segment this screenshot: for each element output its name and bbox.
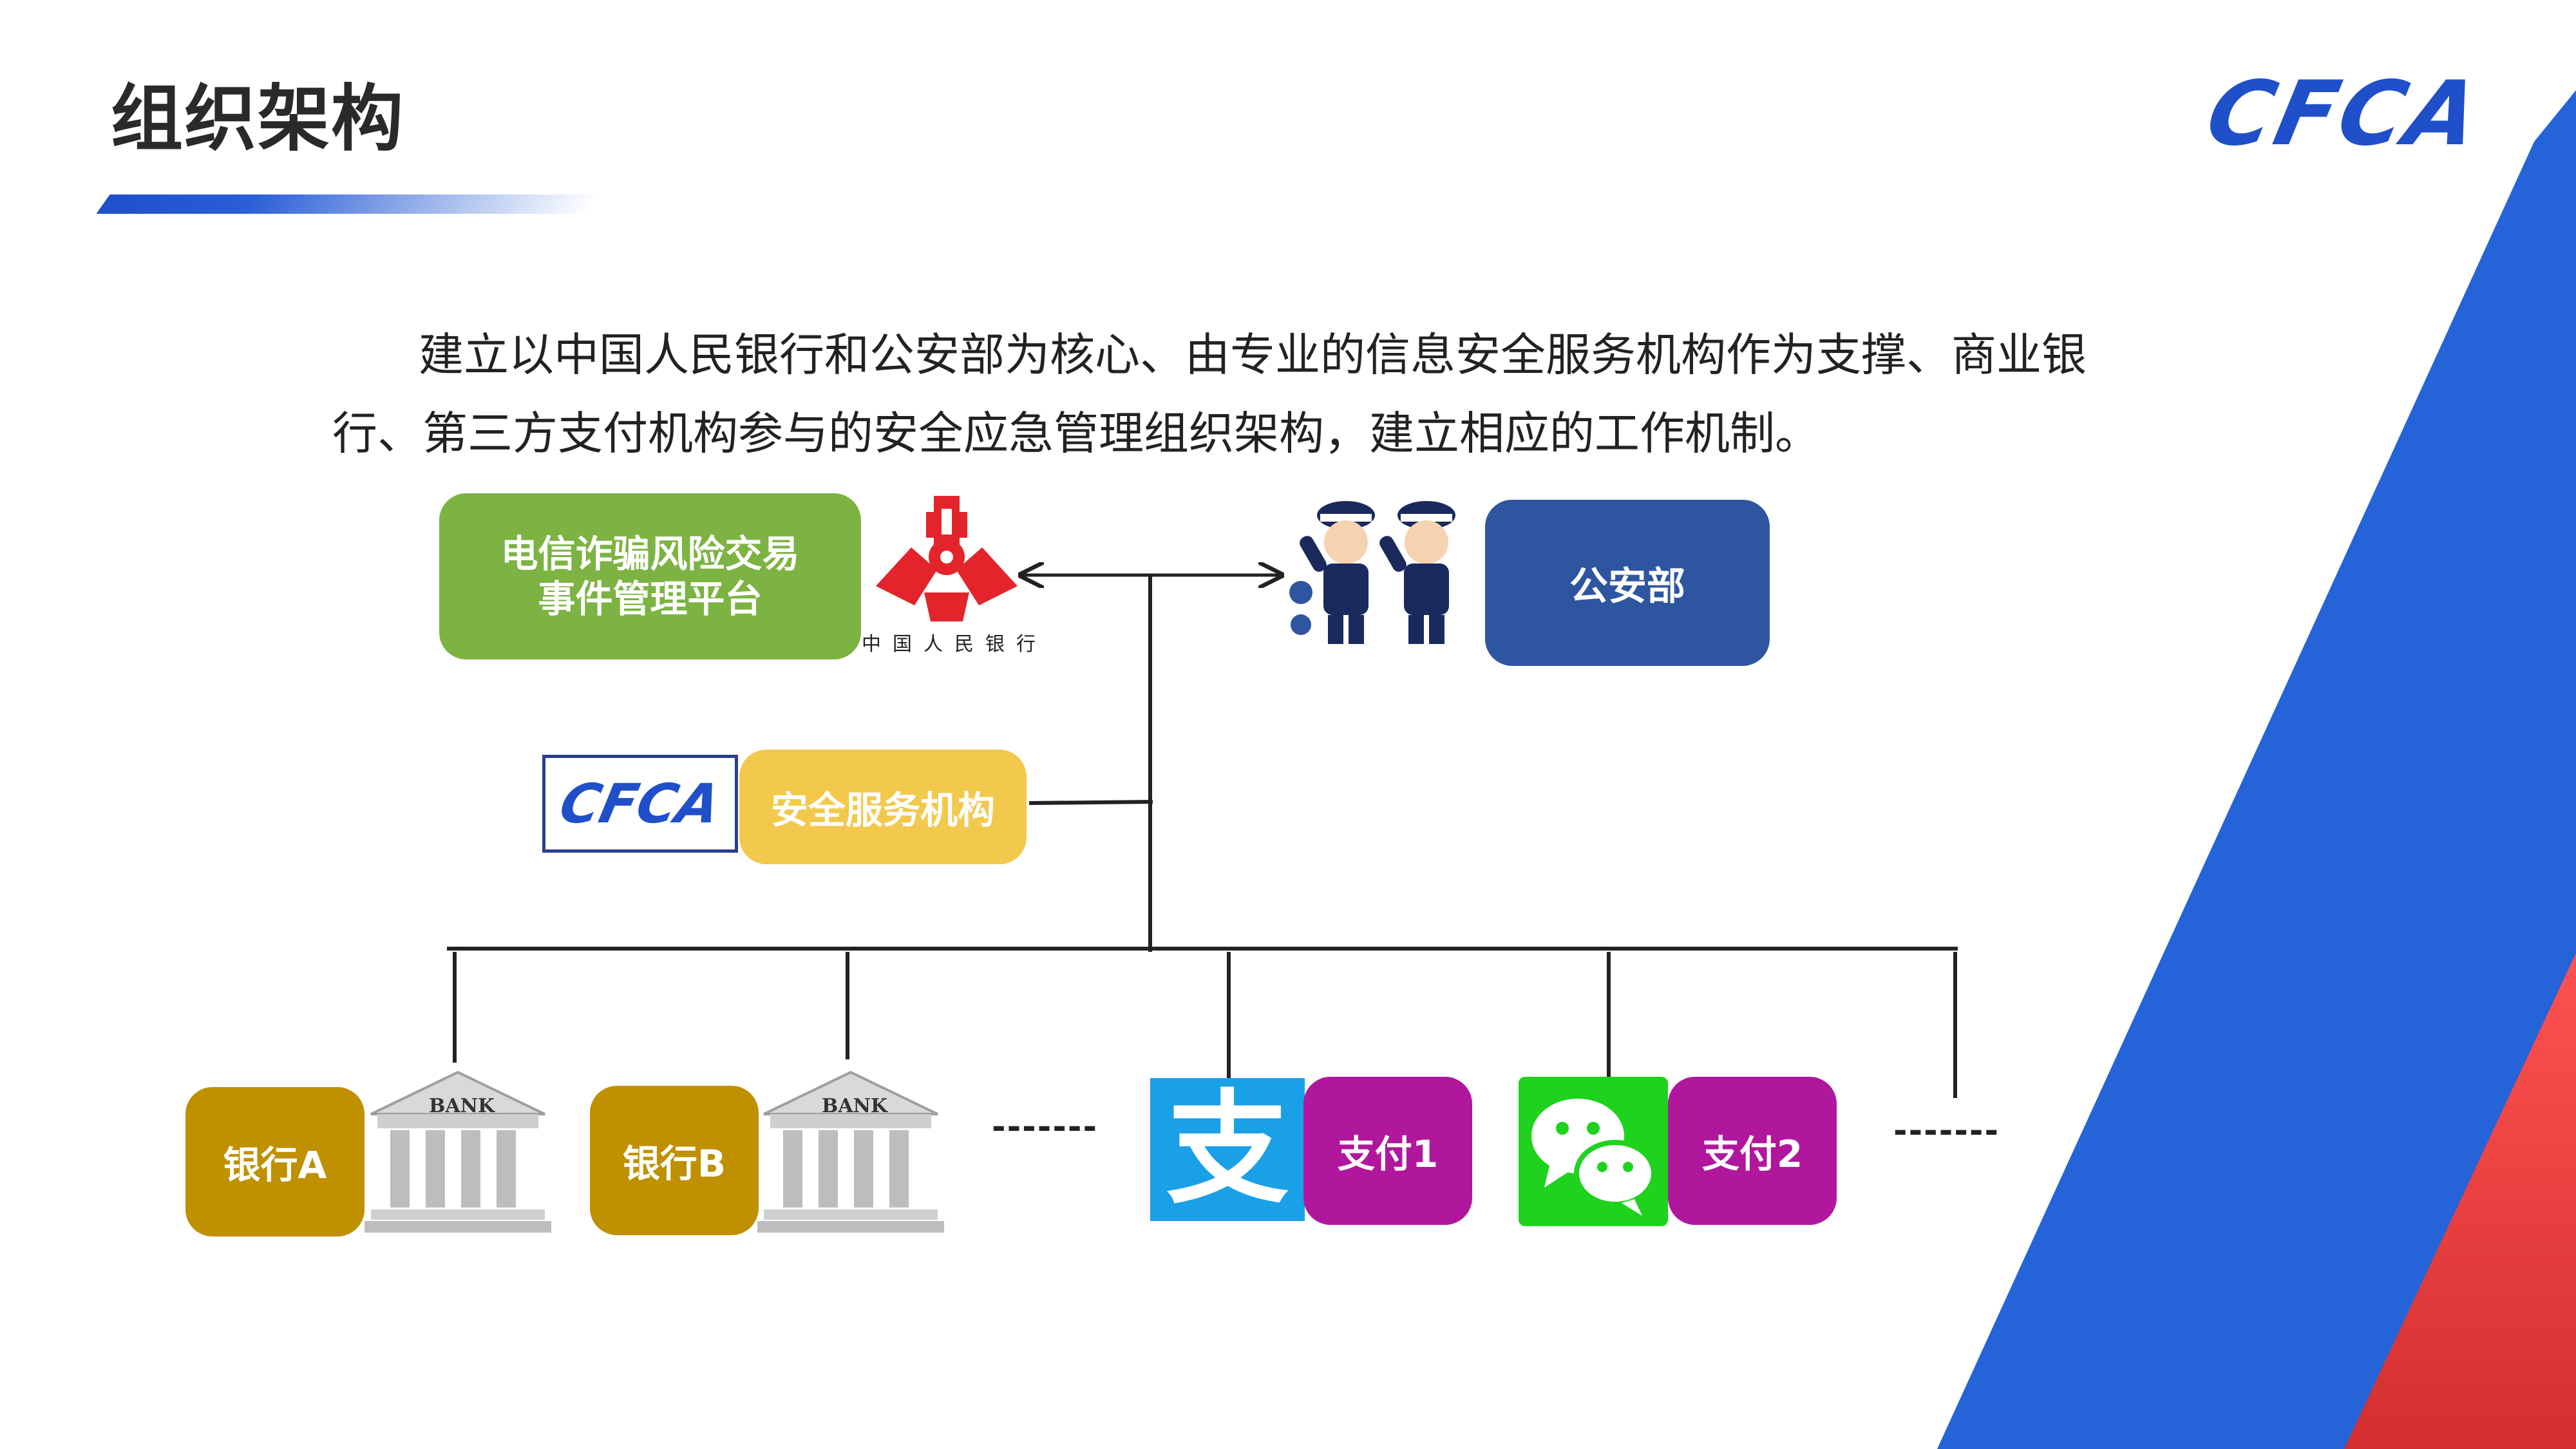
cfca-badge: CFCA — [542, 755, 738, 853]
bank-b-box: 银行B — [590, 1086, 759, 1235]
wechat-bubbles-icon — [1531, 1099, 1656, 1216]
red-stripe — [2344, 953, 2576, 1449]
page-title: 组织架构 — [111, 77, 404, 161]
cfca-badge-text: CFCA — [554, 772, 726, 835]
bank-b-icon — [757, 1070, 944, 1233]
fraud-platform-line1: 电信诈骗风险交易 — [500, 532, 800, 576]
security-connector — [1028, 800, 1153, 805]
police-officers-icon — [1289, 501, 1455, 644]
bank-a-box: 银行A — [185, 1087, 365, 1236]
fraud-platform-line2: 事件管理平台 — [538, 577, 762, 621]
more-payments-ellipsis: ------- — [1893, 1112, 2000, 1150]
police-box: 公安部 — [1485, 500, 1770, 666]
alipay-glyph: 支 — [1166, 1078, 1289, 1220]
bank-b-sign: BANK — [822, 1095, 888, 1117]
alipay-icon: 支 — [1150, 1078, 1305, 1221]
pay1-box: 支付1 — [1303, 1077, 1472, 1225]
blue-stripe — [1937, 90, 2576, 1449]
pboc-logo-caption: 中国人民银行 — [862, 633, 1047, 656]
bank-a-icon — [365, 1070, 551, 1233]
pay2-box: 支付2 — [1668, 1077, 1837, 1225]
wechat-icon — [1519, 1077, 1668, 1226]
intro-paragraph-line2: 行、第三方支付机构参与的安全应急管理组织架构，建立相应的工作机制。 — [332, 407, 1820, 460]
pboc-logo-icon — [876, 496, 1018, 621]
intro-paragraph-line1: 建立以中国人民银行和公安部为核心、由专业的信息安全服务机构作为支撑、商业银 — [419, 328, 2087, 381]
bank-a-sign: BANK — [429, 1095, 495, 1117]
more-banks-ellipsis: ------- — [992, 1108, 1099, 1146]
security-service-box: 安全服务机构 — [739, 750, 1027, 864]
fraud-platform-box: 电信诈骗风险交易 事件管理平台 — [439, 493, 861, 659]
